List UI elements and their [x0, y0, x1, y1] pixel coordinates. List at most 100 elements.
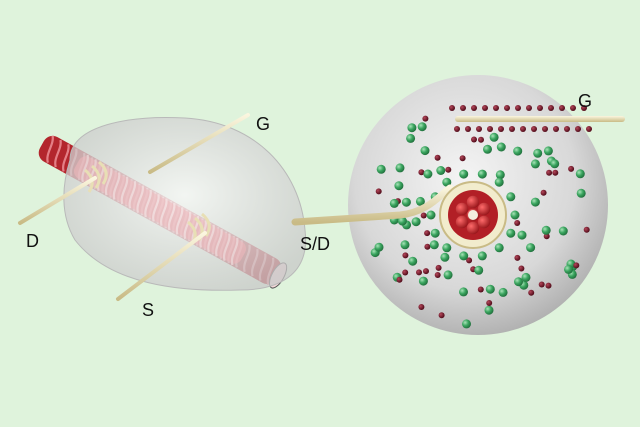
- fiber-twist: [81, 154, 89, 183]
- cation: [543, 146, 553, 156]
- cation: [514, 277, 523, 287]
- anion: [477, 286, 484, 293]
- filament: [466, 195, 480, 209]
- anion: [424, 243, 431, 250]
- left-wires: [18, 113, 250, 301]
- anion: [476, 126, 482, 132]
- cation: [541, 225, 551, 235]
- cation: [459, 169, 469, 179]
- anion: [583, 226, 590, 233]
- cation: [483, 144, 492, 154]
- cation: [564, 264, 573, 274]
- cation: [521, 272, 531, 282]
- cation: [474, 265, 484, 275]
- anion: [454, 126, 460, 132]
- cation: [376, 164, 386, 174]
- anion: [537, 105, 543, 111]
- anion: [466, 257, 473, 264]
- cation: [495, 170, 505, 180]
- cation: [517, 230, 527, 240]
- fiber-twist: [112, 172, 121, 200]
- cation: [459, 251, 469, 261]
- fiber-twist: [104, 167, 113, 196]
- filament: [466, 221, 480, 235]
- cation: [440, 252, 450, 262]
- fiber-twist: [207, 224, 215, 253]
- anion: [459, 155, 466, 162]
- anion: [375, 188, 382, 195]
- fiber-twist: [89, 159, 97, 187]
- anion: [424, 230, 431, 237]
- cation: [394, 181, 404, 191]
- cation: [426, 210, 436, 220]
- anion: [465, 126, 471, 132]
- fiber-twist: [215, 228, 223, 257]
- anion: [493, 105, 499, 111]
- anion: [553, 126, 559, 132]
- cation: [420, 146, 430, 156]
- cation: [397, 216, 407, 226]
- cation: [374, 242, 384, 252]
- fiber-twist: [128, 180, 137, 209]
- gate-wire-right: [455, 116, 625, 122]
- anion: [552, 169, 559, 176]
- gate-wire: [148, 113, 250, 174]
- anion: [478, 136, 484, 143]
- fiber-twist: [46, 135, 54, 164]
- cation: [494, 243, 504, 253]
- source-drain-wire: [291, 184, 454, 226]
- cation: [484, 305, 494, 315]
- anion: [514, 220, 521, 226]
- anion: [434, 272, 441, 278]
- anion: [515, 105, 521, 111]
- cation: [510, 210, 520, 220]
- anion: [568, 165, 575, 172]
- cation: [406, 133, 416, 143]
- fiber-twist: [183, 211, 192, 240]
- cation: [411, 217, 421, 227]
- anion: [471, 105, 477, 111]
- anion: [548, 105, 554, 111]
- anion: [575, 126, 581, 132]
- cation: [443, 270, 453, 280]
- cation: [550, 159, 560, 169]
- anion: [514, 254, 521, 261]
- anion: [564, 126, 570, 132]
- cation: [494, 177, 504, 187]
- cation: [408, 256, 418, 266]
- cation: [530, 159, 540, 169]
- cation: [417, 122, 427, 132]
- anion: [520, 126, 526, 132]
- cation: [477, 251, 487, 261]
- cation: [526, 243, 536, 253]
- label-gate-left: G: [256, 114, 270, 134]
- cation: [576, 188, 586, 198]
- label-source: S: [142, 300, 154, 320]
- anion: [418, 304, 425, 310]
- filament: [477, 215, 491, 229]
- cation: [418, 276, 428, 286]
- cation: [498, 287, 508, 297]
- cation: [401, 197, 411, 207]
- anion: [542, 126, 548, 132]
- anion: [528, 289, 535, 296]
- anion: [486, 300, 493, 306]
- anion: [422, 115, 429, 122]
- cation: [436, 166, 446, 175]
- drain-wire: [18, 176, 97, 225]
- anion: [581, 105, 587, 111]
- fiber-twist: [54, 139, 62, 168]
- fiber-twist: [152, 194, 160, 222]
- anion: [420, 212, 427, 219]
- anion: [538, 281, 545, 288]
- cation: [575, 169, 585, 179]
- fiber-twist: [167, 202, 176, 231]
- cation: [430, 228, 440, 238]
- cation: [506, 228, 516, 238]
- filament: [455, 215, 469, 229]
- label-gate-right: G: [578, 91, 592, 111]
- anion: [423, 268, 429, 275]
- cation: [442, 177, 452, 187]
- cation: [530, 197, 540, 207]
